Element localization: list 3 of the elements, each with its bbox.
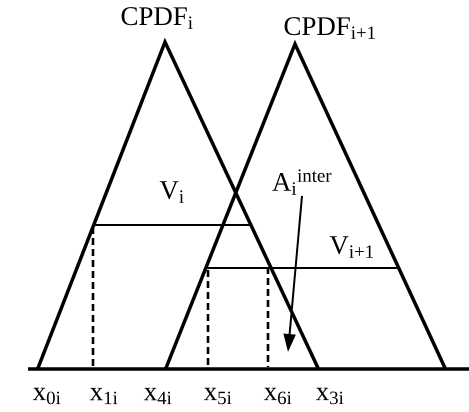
text-label: A$_{i}$inter bbox=[272, 169, 332, 195]
axis-label: x$_{3i}$ bbox=[316, 388, 344, 404]
level-label: V$_{i}$ bbox=[160, 181, 184, 203]
